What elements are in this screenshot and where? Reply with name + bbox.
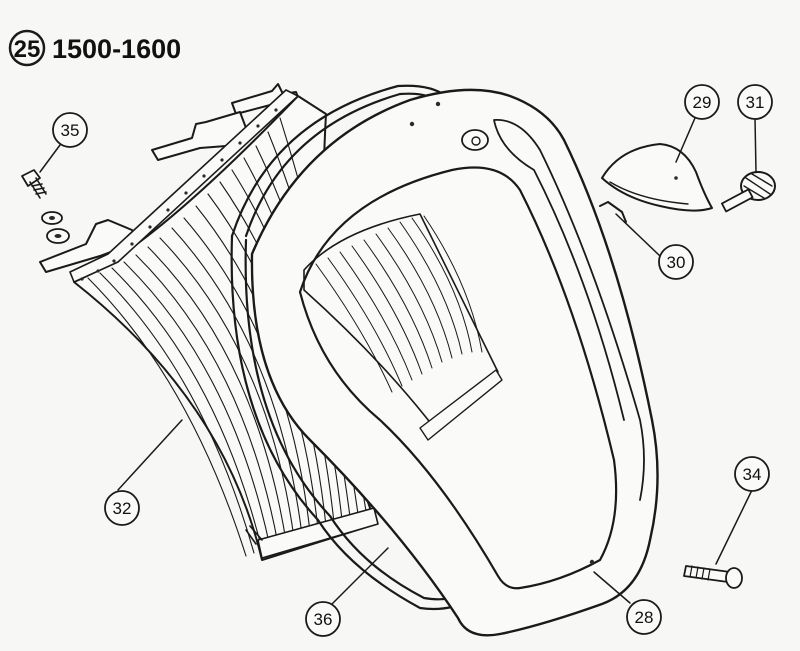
callout-34-label: 34 — [743, 465, 762, 484]
grille-mesh-bars — [315, 215, 483, 393]
callout-36-label: 36 — [314, 610, 333, 629]
callout-35: 35 — [52, 112, 88, 148]
grille-frame-opening — [298, 166, 618, 590]
radiator-bottom-strip — [257, 507, 379, 559]
leader-34 — [715, 489, 753, 565]
rubber-surround-part-36 — [230, 234, 472, 611]
figure-number-circle — [8, 29, 46, 67]
callout-35-label: 35 — [61, 121, 80, 140]
callout-28-label: 28 — [635, 608, 654, 627]
callout-36: 36 — [305, 601, 341, 637]
figure-title: 1500-1600 — [52, 34, 181, 64]
callout-32-label: 32 — [113, 499, 132, 518]
callout-31: 31 — [737, 84, 773, 120]
leader-31 — [754, 117, 757, 173]
leader-28 — [593, 571, 631, 604]
callout-30: 30 — [658, 244, 694, 280]
callout-29: 29 — [684, 84, 720, 120]
callouts: 35 29 31 30 32 34 36 28 — [52, 84, 773, 637]
callout-30-label: 30 — [667, 253, 686, 272]
radiator-side-strip — [69, 89, 299, 283]
grille-mesh-strip — [419, 369, 503, 441]
badge-part-29 — [601, 143, 713, 212]
callout-34: 34 — [734, 456, 770, 492]
leader-29 — [675, 117, 696, 163]
callout-29-label: 29 — [693, 93, 712, 112]
grille-frame-part-28 — [250, 88, 659, 637]
grille-frame-outer — [250, 88, 659, 637]
figure-number: 25 — [14, 36, 41, 63]
leader-36 — [331, 547, 389, 605]
callout-32: 32 — [104, 490, 140, 526]
leader-lines — [39, 117, 757, 605]
strip-holes — [80, 108, 278, 281]
leader-30 — [615, 213, 661, 257]
bolt-washers-part-35 — [21, 169, 70, 244]
callout-31-label: 31 — [746, 93, 765, 112]
badge-mount-boss — [461, 129, 489, 151]
frame-holes — [409, 101, 595, 565]
leader-35 — [39, 144, 61, 173]
bolt-part-34 — [683, 565, 743, 589]
leader-32 — [117, 419, 183, 491]
knurled-screw-part-31 — [720, 171, 776, 213]
callout-28: 28 — [626, 599, 662, 635]
figure-heading: 25 1500-1600 — [8, 29, 181, 67]
clip-part-30 — [599, 201, 627, 223]
grille-frame-rib — [493, 119, 645, 501]
